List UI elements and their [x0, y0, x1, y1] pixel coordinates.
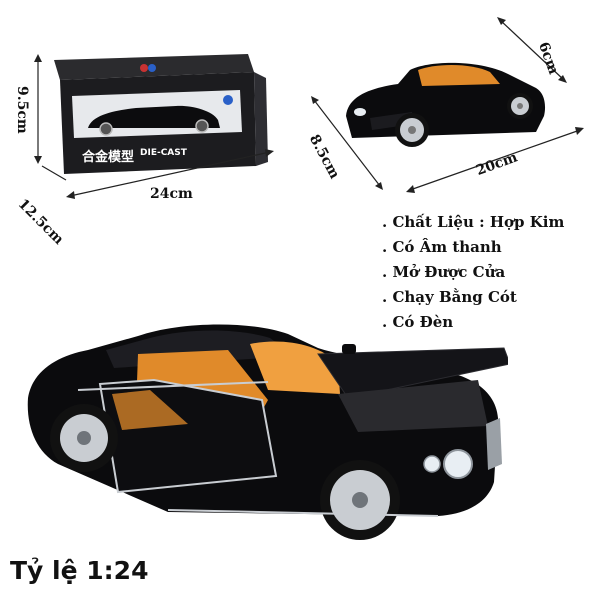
feature-lights: . Có Đèn: [382, 313, 454, 331]
car-main-photo: [27, 324, 508, 540]
feature-pullback: . Chạy Bằng Cót: [382, 288, 517, 306]
feature-material: . Chất Liệu : Hợp Kim: [382, 213, 565, 231]
box-length-label: 24cm: [150, 186, 193, 202]
box-title-cn: 合金模型: [82, 150, 135, 165]
box-height-label: 9.5cm: [14, 86, 30, 134]
feature-sound: . Có Âm thanh: [382, 238, 502, 256]
features-list: . Chất Liệu : Hợp Kim . Có Âm thanh . Mở…: [382, 210, 564, 335]
product-box-illustration: 合金模型 DIE-CAST: [40, 50, 280, 190]
car-top-right-photo: [346, 62, 546, 147]
box-title-en: DIE-CAST: [140, 148, 187, 158]
scale-label: Tỷ lệ 1:24: [10, 556, 149, 585]
product-box-drawing: [54, 54, 268, 174]
feature-opening-doors: . Mở Được Cửa: [382, 263, 506, 281]
